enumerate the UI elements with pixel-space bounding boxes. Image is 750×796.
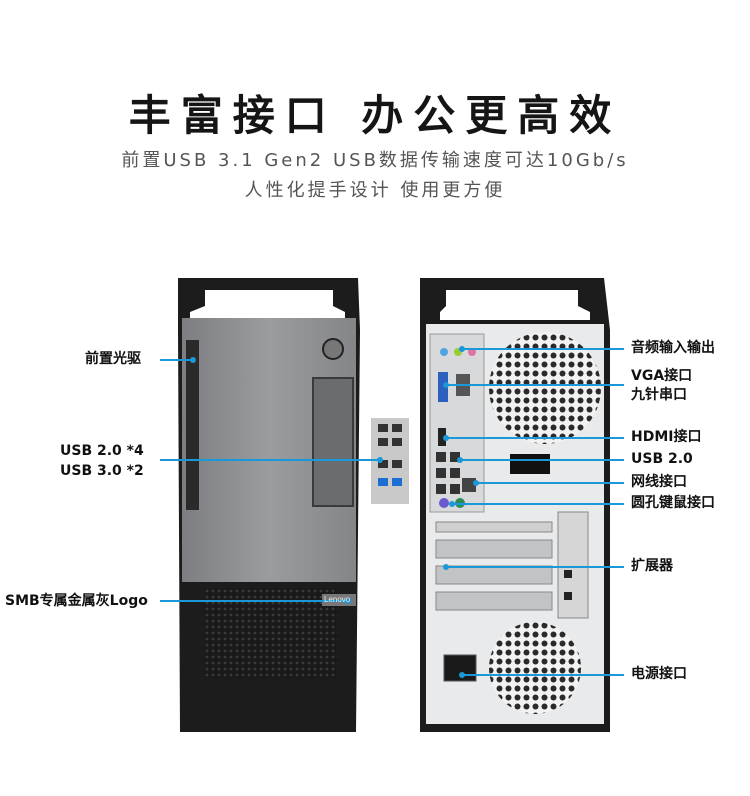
label-rear-expansion: 扩展器 [631, 558, 673, 574]
leader-line-vga [446, 384, 624, 386]
label-rear-serial: 九针串口 [631, 387, 687, 403]
leader-dot-expansion [443, 564, 449, 570]
leader-dot-ps2 [449, 501, 455, 507]
subtitle-handle: 人性化提手设计 使用更方便 [244, 180, 506, 201]
leader-dot-rear-usb [457, 457, 463, 463]
leader-line-expansion [446, 566, 624, 568]
leader-line-front-usb [160, 459, 380, 461]
label-rear-vga: VGA接口 [631, 368, 693, 384]
label-rear-hdmi: HDMI接口 [631, 429, 702, 445]
leader-dot-optical-drive [190, 357, 196, 363]
label-rear-lan: 网线接口 [631, 474, 687, 490]
leader-line-power [462, 674, 624, 676]
label-front-optical-drive: 前置光驱 [85, 351, 141, 367]
leader-line-hdmi [446, 437, 624, 439]
leader-dot-vga [443, 382, 449, 388]
label-rear-audio: 音频输入输出 [631, 340, 715, 356]
label-rear-usb2: USB 2.0 [631, 451, 693, 467]
label-front-usb-2: USB 2.0 *4 [60, 443, 144, 459]
label-front-logo: SMB专属金属灰Logo [5, 593, 148, 609]
leader-line-audio [462, 348, 624, 350]
leader-line-optical-drive [160, 359, 195, 361]
label-rear-power: 电源接口 [631, 666, 687, 682]
leader-dot-hdmi [443, 435, 449, 441]
leader-dot-logo [345, 598, 351, 604]
page-title: 丰富接口 办公更高效 [128, 91, 622, 140]
subtitle-usb-speed: 前置USB 3.1 Gen2 USB数据传输速度可达10Gb/s [121, 150, 629, 171]
leader-dot-audio [459, 346, 465, 352]
label-front-usb-3: USB 3.0 *2 [60, 463, 144, 479]
leader-dot-power [459, 672, 465, 678]
leader-line-ps2 [452, 503, 624, 505]
leader-line-lan [476, 482, 624, 484]
leader-dot-lan [473, 480, 479, 486]
leader-line-logo [160, 600, 350, 602]
label-rear-ps2: 圆孔键鼠接口 [631, 495, 715, 511]
leader-dot-front-usb [377, 457, 383, 463]
lenovo-logo: Lenovo [324, 595, 351, 604]
leader-line-rear-usb [460, 459, 624, 461]
